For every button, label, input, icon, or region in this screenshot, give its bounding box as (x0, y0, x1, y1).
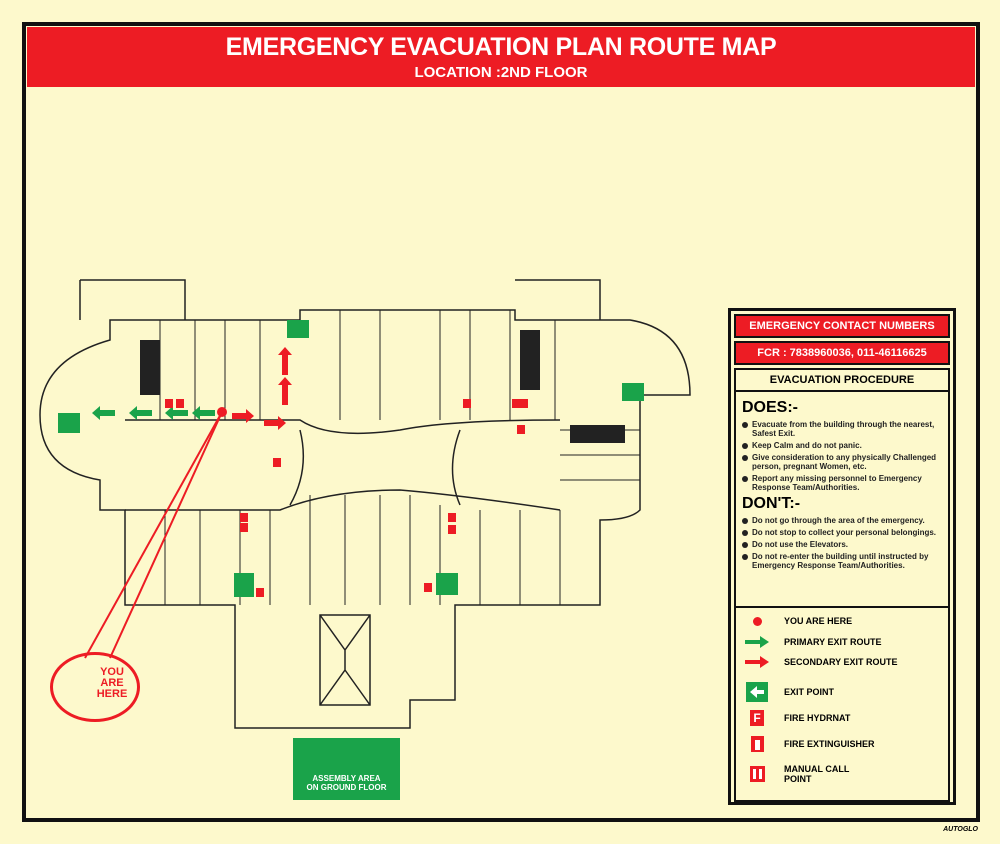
room-dividers (159, 310, 640, 605)
does-heading: DOES:- (742, 399, 798, 416)
assembly-text: ON GROUND FLOOR (306, 783, 387, 792)
location-subtitle: LOCATION :2ND FLOOR (414, 64, 588, 81)
bubble-text: YOU (100, 666, 124, 678)
legend-label: FIRE EXTINGUISHER (784, 739, 875, 749)
fire-hydrant-icon: F (750, 710, 764, 726)
you-are-here-pointer (84, 411, 223, 659)
legend-label: MANUAL CALL POINT (784, 764, 850, 784)
does-item: Evacuate from the building through the n… (742, 420, 942, 438)
fire-extinguisher-icon (750, 736, 764, 752)
stairs (140, 330, 625, 443)
legend-label: FIRE HYDRNAT (784, 713, 851, 723)
assembly-text: ASSEMBLY AREA (312, 774, 381, 783)
you-are-here-dot (217, 407, 227, 417)
building-outline (39, 309, 691, 729)
assembly-area-sign: ASSEMBLY AREA ON GROUND FLOOR (293, 738, 400, 800)
red-dot-icon (752, 616, 762, 626)
does-item: Keep Calm and do not panic. (742, 441, 942, 450)
legend: YOU ARE HERE PRIMARY EXIT ROUTE SECONDAR… (734, 608, 950, 802)
exit-point-icon (746, 682, 768, 702)
dont-item: Do not stop to collect your personal bel… (742, 528, 942, 537)
primary-route-arrows (92, 406, 215, 420)
corridor (125, 419, 561, 511)
contact-numbers: FCR : 7838960036, 011-46116625 (734, 341, 950, 365)
bubble-text: HERE (96, 688, 128, 700)
page-title: EMERGENCY EVACUATION PLAN ROUTE MAP (225, 33, 777, 61)
procedure-box: DOES:- Evacuate from the building throug… (734, 392, 950, 608)
donts-heading: DON'T:- (742, 495, 801, 512)
red-arrow-icon (745, 656, 769, 668)
bubble-text: ARE (100, 677, 124, 689)
info-panel: EMERGENCY CONTACT NUMBERS FCR : 78389600… (728, 308, 956, 805)
legend-label: SECONDARY EXIT ROUTE (784, 657, 898, 667)
manual-call-point-icon (749, 766, 765, 782)
does-item: Report any missing personnel to Emergenc… (742, 474, 942, 492)
floor-plan (39, 279, 691, 729)
legend-label: YOU ARE HERE (784, 616, 853, 626)
dont-item: Do not re-enter the building until instr… (742, 552, 942, 570)
dont-item: Do not use the Elevators. (742, 540, 942, 549)
contact-title: EMERGENCY CONTACT NUMBERS (734, 314, 950, 338)
does-item: Give consideration to any physically Cha… (742, 453, 942, 471)
brand-logo: AUTOGLO (943, 826, 978, 833)
outer-frame (22, 22, 980, 822)
procedure-title: EVACUATION PROCEDURE (734, 368, 950, 392)
legend-label: EXIT POINT (784, 687, 835, 697)
legend-label: PRIMARY EXIT ROUTE (784, 637, 882, 647)
you-are-here-bubble: YOU ARE HERE (50, 652, 140, 722)
green-arrow-icon (745, 636, 769, 648)
fire-equipment-markers (165, 399, 528, 597)
exit-point-signs (58, 320, 644, 597)
secondary-route-arrows (232, 347, 292, 430)
dont-item: Do not go through the area of the emerge… (742, 516, 942, 525)
title-banner: EMERGENCY EVACUATION PLAN ROUTE MAP LOCA… (27, 27, 975, 87)
